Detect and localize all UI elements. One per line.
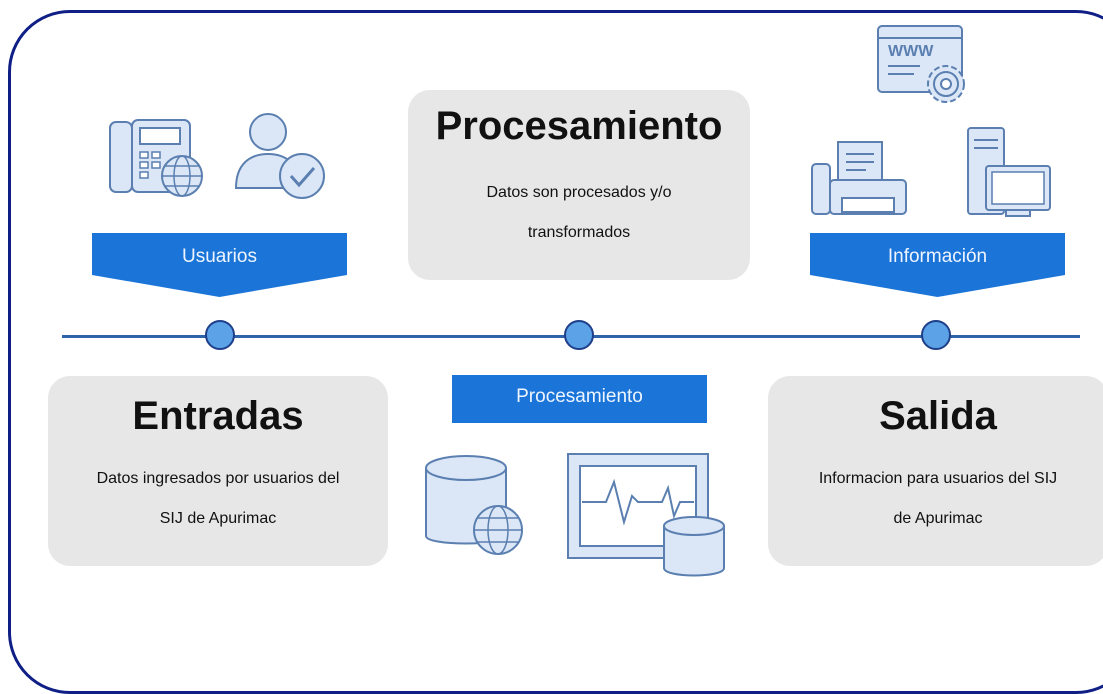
card-entradas-desc-line1: Datos ingresados por usuarios del: [96, 470, 340, 487]
card-salida-title: Salida: [879, 394, 997, 438]
card-salida-desc-line2: de Apurimac: [893, 510, 983, 527]
database-globe-icon: [425, 455, 523, 555]
monitor-database-icon: [567, 453, 725, 577]
timeline-node-salida: [921, 320, 951, 350]
timeline-node-entradas: [205, 320, 235, 350]
card-procesamiento: Procesamiento Datos son procesados y/o t…: [408, 90, 750, 280]
card-procesamiento-title: Procesamiento: [435, 104, 723, 148]
banner-procesamiento-label: Procesamiento: [516, 386, 643, 407]
banner-usuarios-label: Usuarios: [182, 246, 257, 267]
card-entradas: Entradas Datos ingresados por usuarios d…: [48, 376, 388, 566]
banner-informacion: Información: [810, 233, 1065, 297]
www-text: WWW: [888, 43, 934, 60]
banner-informacion-label: Información: [887, 246, 988, 267]
banner-procesamiento: Procesamiento: [452, 375, 707, 423]
card-entradas-title: Entradas: [132, 394, 304, 438]
banner-informacion-arrow-shape: [810, 233, 1065, 297]
banner-usuarios-arrow-shape: [92, 233, 347, 297]
telephone-globe-icon: [109, 119, 203, 197]
card-salida: Salida Informacion para usuarios del SIJ…: [768, 376, 1103, 566]
user-check-icon: [234, 113, 325, 199]
www-gear-icon: WWW: [877, 25, 965, 103]
card-entradas-desc-line2: SIJ de Apurimac: [159, 510, 277, 527]
banner-usuarios: Usuarios: [92, 233, 347, 297]
card-procesamiento-desc-line1: Datos son procesados y/o: [486, 184, 672, 201]
printer-icon: [811, 141, 907, 215]
card-procesamiento-desc-line2: transformados: [527, 224, 631, 241]
card-salida-desc-line1: Informacion para usuarios del SIJ: [818, 470, 1058, 487]
banner-procesamiento-shape: [452, 375, 707, 423]
timeline-node-procesamiento: [564, 320, 594, 350]
desktop-computer-icon: [967, 127, 1051, 217]
